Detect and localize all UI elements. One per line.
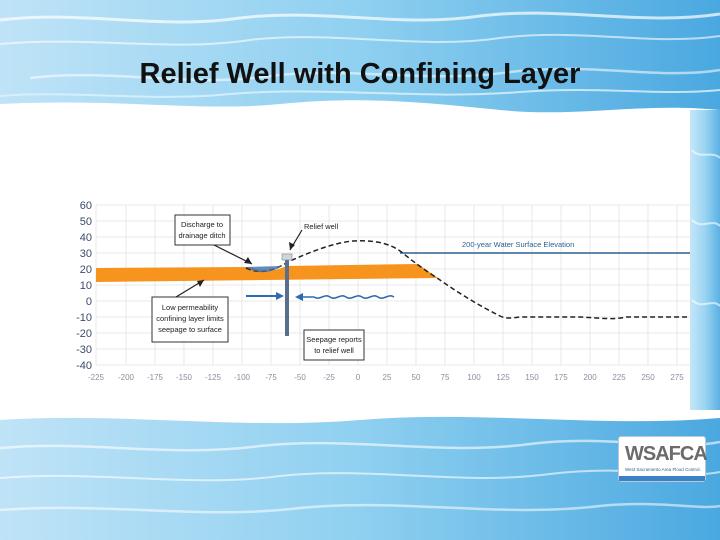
y-tick-label: 0 <box>86 296 92 308</box>
seepage-arrow-left-head <box>276 292 284 300</box>
logo-text: WSAFCA <box>625 443 708 465</box>
x-tick-label: 100 <box>467 373 481 382</box>
seepage-callout-box <box>303 329 365 361</box>
relief-well-cap <box>281 253 293 261</box>
x-tick-label: -200 <box>118 373 135 382</box>
slide-title: Relief Well with Confining Layer <box>139 58 581 90</box>
discharge-label-line1: Discharge to <box>181 220 223 229</box>
seepage-arrow-right-wave <box>302 295 395 299</box>
x-tick-label: 175 <box>554 373 568 382</box>
confining-layer <box>96 264 438 282</box>
x-tick-label: 200 <box>583 373 597 382</box>
confining-label-line2: confining layer limits <box>156 314 224 323</box>
relief-well-pipe <box>285 258 289 336</box>
discharge-callout-box <box>174 214 231 246</box>
relief-well-label: Relief well <box>304 222 339 231</box>
seepage-label-line1: Seepage reports <box>306 335 362 344</box>
confining-label-line1: Low permeability <box>162 303 219 312</box>
x-tick-label: 250 <box>641 373 655 382</box>
x-tick-label: 125 <box>496 373 510 382</box>
confining-arrowhead <box>197 280 204 287</box>
y-tick-label: -10 <box>76 312 92 324</box>
logo-subtitle: West Sacramento Area Flood Control Agenc… <box>625 467 701 472</box>
y-tick-label: 10 <box>80 280 92 292</box>
wsafca-logo: WSAFCA West Sacramento Area Flood Contro… <box>618 436 708 482</box>
x-tick-label: -100 <box>234 373 251 382</box>
y-tick-label: 20 <box>80 264 92 276</box>
x-tick-label: -75 <box>265 373 277 382</box>
x-tick-label: 225 <box>612 373 626 382</box>
x-tick-label: 75 <box>441 373 450 382</box>
discharge-arrowhead <box>244 257 252 264</box>
ground-profile-line <box>245 240 690 320</box>
x-tick-label: 275 <box>670 373 684 382</box>
y-tick-label: 50 <box>80 216 92 228</box>
confining-callout-box <box>151 296 229 343</box>
y-tick-label: -20 <box>76 328 92 340</box>
x-tick-label: -150 <box>176 373 193 382</box>
water-elevation-label: 200-year Water Surface Elevation <box>462 240 574 249</box>
x-tick-label: -175 <box>147 373 164 382</box>
x-tick-label: -125 <box>205 373 222 382</box>
y-tick-label: 30 <box>80 248 92 260</box>
y-tick-label: -40 <box>76 360 92 372</box>
x-tick-label: 0 <box>356 373 361 382</box>
logo-bar <box>619 476 705 481</box>
x-tick-label: -225 <box>88 373 105 382</box>
x-tick-label: 50 <box>412 373 421 382</box>
x-tick-label: 150 <box>525 373 539 382</box>
x-tick-label: -25 <box>323 373 335 382</box>
seepage-arrow-right-head <box>295 293 303 301</box>
x-tick-label: 25 <box>383 373 392 382</box>
x-tick-label: -50 <box>294 373 306 382</box>
y-tick-label: -30 <box>76 344 92 356</box>
y-tick-label: 40 <box>80 232 92 244</box>
relief-well-arrowhead <box>289 242 295 250</box>
y-tick-label: 60 <box>80 200 92 212</box>
drainage-ditch <box>246 266 282 273</box>
discharge-label-line2: drainage ditch <box>178 231 225 240</box>
seepage-label-line2: to relief well <box>314 346 354 355</box>
confining-label-line3: seepage to surface <box>158 325 222 334</box>
